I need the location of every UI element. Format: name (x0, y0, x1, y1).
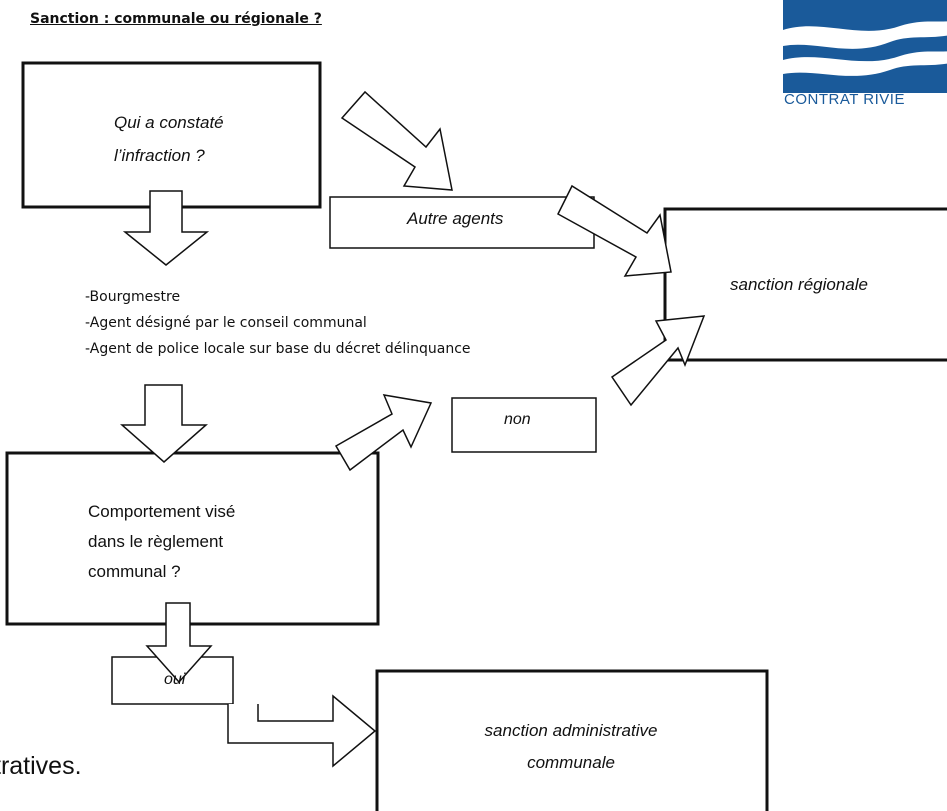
agents-list-item: -Bourgmestre (85, 289, 181, 305)
other-agents-label: Autre agents (407, 209, 504, 228)
no-box (451, 397, 597, 453)
communal-label: sanction administrative communale (461, 715, 681, 779)
no-label: non (504, 411, 531, 428)
question1-line: l’infraction ? (114, 146, 205, 165)
right-arrow-communal (227, 694, 377, 768)
question1-line: Qui a constaté (114, 113, 224, 132)
agents-list-item: -Agent désigné par le conseil communal (85, 315, 367, 331)
footer-fragment: tratives. (0, 752, 82, 780)
communal-line: communale (527, 753, 615, 772)
down-arrow-1 (122, 190, 210, 266)
down-arrow-2 (120, 384, 208, 463)
question2-line: dans le règlement (88, 532, 224, 551)
diagram-title: Sanction : communale ou régionale ? (30, 11, 322, 27)
diagonal-arrow-no (334, 394, 433, 472)
regional-box (663, 207, 947, 362)
yes-label: oui (164, 671, 186, 688)
communal-box (375, 669, 769, 811)
question1-text: Qui a constaté l’infraction ? (114, 106, 224, 172)
regional-label: sanction régionale (730, 275, 868, 294)
agents-list-item: -Agent de police locale sur base du décr… (85, 341, 471, 357)
question2-text: Comportement visé dans le règlement comm… (88, 497, 235, 587)
communal-line: sanction administrative (484, 721, 658, 740)
question2-line: communal ? (88, 562, 181, 581)
dyle-logo-icon (783, 0, 947, 93)
diagonal-arrow-regional-1 (557, 184, 672, 277)
question2-line: Comportement visé (88, 502, 236, 521)
agents-list: -Bourgmestre -Agent désigné par le conse… (85, 284, 471, 362)
logo-caption: CONTRAT RIVIE (784, 91, 905, 108)
down-arrow-3 (145, 602, 213, 684)
question2-box (5, 451, 380, 626)
diagonal-arrow-regional-2 (610, 315, 706, 407)
diagonal-arrow-agents (340, 90, 453, 191)
